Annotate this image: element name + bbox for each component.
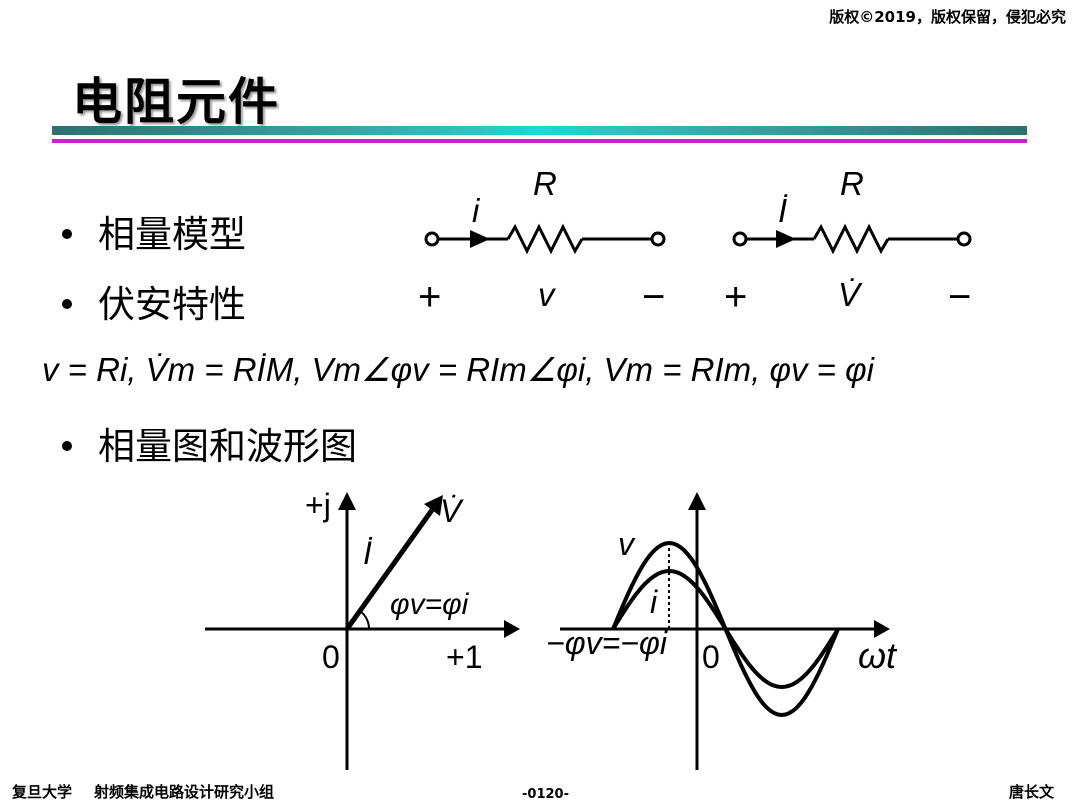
terminal-node [956,231,972,247]
real-axis-label: +1 [446,639,482,675]
voltage-phasor-label: V̇ [838,276,863,313]
minus-label: − [642,275,665,319]
title-rule-teal [52,126,1027,135]
bullet-vi-characteristic: 伏安特性 [62,274,246,328]
phase-label: −φv=−φi [546,625,668,661]
circuit-left: i R + v − [418,165,666,319]
phasor-diagram: +j +1 0 V̇ İ φv=φi [205,487,520,770]
footer-author: 唐长文 [1008,783,1054,801]
origin-label: 0 [702,639,720,675]
bullet-phasor-model: 相量模型 [62,204,246,258]
bullet-phasor-waveform: 相量图和波形图 [62,416,357,470]
plus-label: + [418,275,441,319]
terminal-node [732,231,748,247]
footer-institution: 复旦大学 [12,783,73,801]
bullet-dot [62,440,72,451]
slide-title: 电阻元件 [72,72,280,131]
arrow-right-icon [874,620,890,638]
phasor-and-waveform: +j +1 0 V̇ İ φv=φi v i 0 ωt −φv=−φi [205,487,898,770]
imag-axis-label: +j [305,487,331,523]
bullet-text: 伏安特性 [98,283,246,326]
time-axis-label: ωt [858,635,898,676]
resistor-label: R [533,165,557,202]
arrow-right-icon [504,620,520,638]
voltage-phasor-label: V̇ [440,493,464,529]
current-arrow-icon [776,230,796,248]
circuit-right: İ R + V̇ − [724,165,972,319]
arrow-up-icon [688,492,706,510]
bullet-text: 相量模型 [98,213,246,256]
footer-left: 复旦大学 射频集成电路设计研究小组 [12,781,274,802]
current-wave-label: i [650,584,658,620]
angle-arc [359,610,371,630]
bullet-text: 相量图和波形图 [98,425,357,468]
arrow-up-icon [338,492,356,510]
current-phasor-label: İ [363,535,373,571]
voltage-label: v [538,276,557,313]
title-rule-magenta [52,139,1027,143]
current-waveform [611,568,840,690]
resistor-label: R [840,165,864,202]
vi-formula: v = Ri, V̇m = RİM, Vm∠φv = RIm∠φi, Vm = … [42,351,874,388]
terminal-node [650,231,666,247]
terminal-node [424,231,440,247]
plus-label: + [724,275,747,319]
angle-label: φv=φi [390,588,470,621]
origin-label: 0 [322,639,340,675]
footer-group: 射频集成电路设计研究小组 [94,783,275,801]
resistor-icon [506,223,584,255]
copyright-notice: 版权©2019，版权保留，侵犯必究 [829,8,1066,26]
current-label: i [472,192,481,229]
bullet-dot [62,228,72,239]
resistor-icon [812,223,890,255]
voltage-wave-label: v [618,526,636,562]
minus-label: − [948,275,971,319]
current-arrow-icon [470,230,490,248]
page-number: -0120- [522,787,569,802]
bullet-dot [62,298,72,309]
waveform-diagram: v i 0 ωt −φv=−φi [546,492,898,770]
phasor-arrowhead-icon [424,495,443,516]
current-phasor-label: İ [778,192,788,229]
phasor-vector [344,508,435,631]
circuit-diagrams: i R + v − İ R + V̇ − [418,165,972,319]
